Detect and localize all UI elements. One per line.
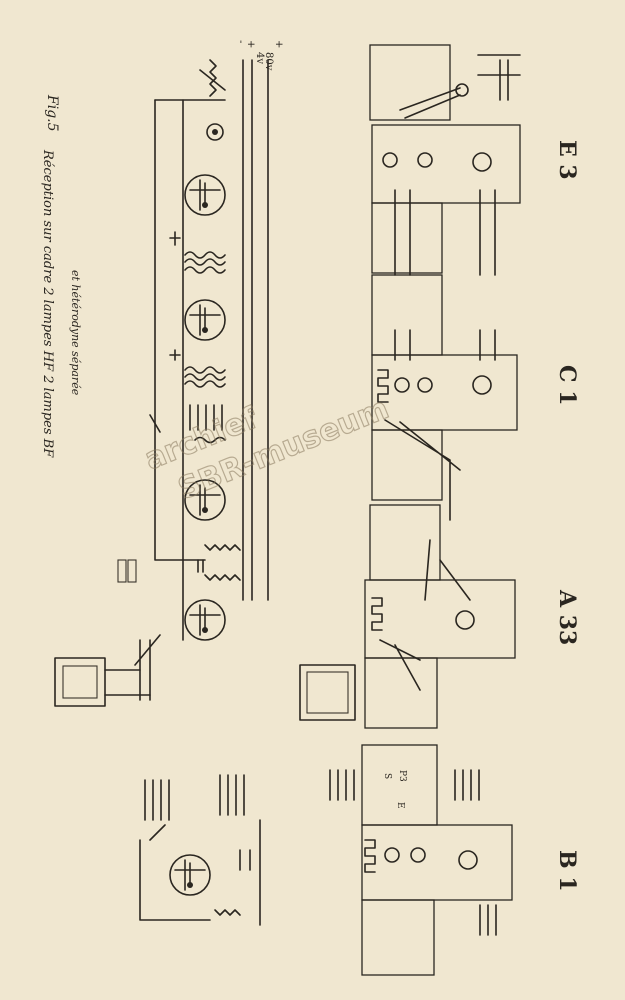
variable-capacitor	[134, 634, 161, 701]
transformer-1	[169, 349, 226, 388]
label-plus-80: +	[273, 40, 284, 48]
resistor-2	[204, 574, 241, 581]
valve-2	[184, 479, 226, 521]
main-schematic: - + 4v 80v +	[54, 40, 284, 707]
watermark: archief SBR-museum	[139, 390, 394, 507]
caption-line-1: Réception sur cadre 2 lampes HF 2 lampes…	[40, 149, 55, 458]
module-label-a33: A 33	[554, 589, 580, 645]
valve-1	[184, 599, 226, 641]
module-a33: A 33	[299, 504, 580, 729]
resistor-1	[204, 544, 241, 551]
figure-label: Fig.5	[44, 94, 60, 132]
label-4v: 4v	[254, 52, 265, 64]
frame-antenna-a33	[299, 664, 356, 721]
label-80v: 80v	[263, 52, 274, 71]
valve-4	[184, 174, 226, 216]
label-p3: P3	[397, 770, 407, 782]
module-c1: C 1	[371, 274, 580, 521]
heterodyne-schematic	[139, 774, 261, 926]
potentiometer	[209, 59, 217, 97]
label-minus: -	[235, 40, 246, 43]
module-label-b1: B 1	[554, 850, 580, 892]
label-s: S	[382, 773, 392, 779]
transformer-2	[169, 231, 226, 274]
module-e3: E 3	[369, 44, 580, 276]
label-plus-4: +	[245, 40, 256, 48]
module-label-c1: C 1	[554, 365, 580, 405]
module-b1: S P3 E B 1	[329, 744, 580, 976]
caption-line-2: et hétérodyne séparée	[69, 270, 82, 396]
module-label-e3: E 3	[554, 140, 580, 180]
frame-antenna	[54, 657, 106, 707]
valve-3	[184, 299, 226, 341]
label-e: E	[395, 802, 405, 809]
telephone-icon	[206, 123, 224, 141]
